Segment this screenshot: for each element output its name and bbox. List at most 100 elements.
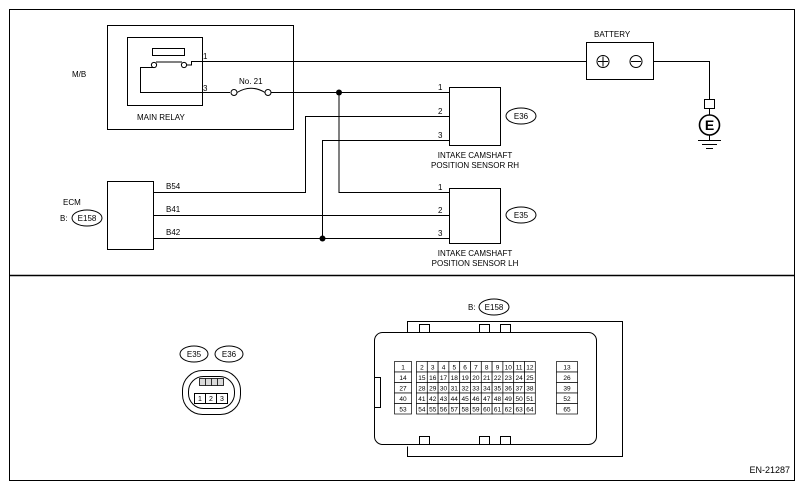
small-pin-3: 3 <box>220 396 224 403</box>
ecm-pin-cell <box>394 403 412 415</box>
ecm-pin-number: 30 <box>440 386 448 393</box>
ecm-pin-number: 53 <box>399 407 407 414</box>
sensor-rh-pin-1: 1 <box>438 83 443 92</box>
ecm-pin-number: 64 <box>526 407 534 414</box>
relay-pin-3: 3 <box>203 84 208 93</box>
ecm-pin-number: 18 <box>451 375 459 382</box>
diagram-frame <box>9 9 795 481</box>
sensor-rh: 1 2 3 E36 INTAKE CAMSHAFT POSITION SENSO… <box>431 83 537 170</box>
ecm-pin-number: 16 <box>429 375 437 382</box>
battery-label: BATTERY <box>594 30 631 39</box>
ecm-pin-number: 23 <box>505 375 513 382</box>
connector-tab-top-2 <box>479 324 490 333</box>
ecm-pin-number: 1 <box>401 365 405 372</box>
wire-battery-to-ground <box>653 61 710 99</box>
splice-ground <box>319 235 326 242</box>
connector-tab-bottom-1 <box>419 436 430 445</box>
ecm-pin-number: 45 <box>461 396 469 403</box>
ecm-pin-number: 56 <box>440 407 448 414</box>
connector-view-prefix: B: <box>468 303 476 312</box>
ecm-box <box>107 181 154 250</box>
main-relay-box <box>127 37 203 106</box>
sensor-lh-connector-label: E35 <box>514 211 529 220</box>
small-connector-outer <box>182 370 241 415</box>
sensor-rh-pin-3: 3 <box>438 131 443 140</box>
ecm-pin-number: 43 <box>440 396 448 403</box>
ecm-pin-number: 38 <box>526 386 534 393</box>
ecm-pin-b54: B54 <box>166 182 181 191</box>
ecm-pin-number: 46 <box>472 396 480 403</box>
ecm-pin-number: 12 <box>526 365 534 372</box>
connector-shell-back <box>407 321 623 457</box>
ecm-pin-number: 7 <box>474 365 478 372</box>
main-relay-block: M/B 1 3 MAIN RELAY <box>72 25 294 130</box>
ecm-pin-number: 48 <box>494 396 502 403</box>
mb-box <box>107 25 294 130</box>
small-pin-1: 1 <box>198 396 202 403</box>
ecm-pin-number: 29 <box>429 386 437 393</box>
ecm-pin-cell <box>524 403 536 415</box>
ecm-pin-number: 60 <box>483 407 491 414</box>
ecm-pin-number: 40 <box>399 396 407 403</box>
relay-wire-left <box>140 67 230 93</box>
ecm-pin-number: 61 <box>494 407 502 414</box>
ecm-pin-number: 11 <box>516 365 523 372</box>
ecm-pin-number: 52 <box>563 396 571 403</box>
ecm-pin-number: 65 <box>563 407 571 414</box>
connector-tab-bottom-3 <box>500 436 511 445</box>
ecm-pin-number: 51 <box>526 396 534 403</box>
relay-pin-1: 1 <box>203 52 208 61</box>
small-connector-tag-a <box>179 345 209 363</box>
ecm-pin-b42: B42 <box>166 228 181 237</box>
sensor-lh-pin-2: 2 <box>438 206 443 215</box>
connector-view-tag-label: E158 <box>485 303 504 312</box>
sensor-lh-pin-1: 1 <box>438 183 443 192</box>
ecm-pin-number: 22 <box>494 375 502 382</box>
ecm-pin-number: 27 <box>399 386 407 393</box>
ecm-pin-number: 34 <box>483 386 491 393</box>
fuse-terminal-left <box>230 89 238 96</box>
ecm-pin-number: 6 <box>463 365 467 372</box>
small-connector-label-a: E35 <box>187 350 202 359</box>
ecm-pin-cell <box>556 403 578 415</box>
fuse-no21: No. 21 <box>230 77 339 96</box>
ecm-pin-number: 4 <box>442 365 446 372</box>
ecm-pin-number: 5 <box>452 365 456 372</box>
ecm-label: ECM <box>63 198 81 207</box>
figure-id: EN-21287 <box>749 465 790 475</box>
mb-label: M/B <box>72 70 86 79</box>
ecm-pin-number: 39 <box>563 386 571 393</box>
sensor-lh-connector-tag <box>505 206 537 224</box>
connector-tab-top-1 <box>419 324 430 333</box>
sensor-rh-box <box>449 87 501 146</box>
ecm-pin-number: 20 <box>472 375 480 382</box>
small-connector-inner <box>188 376 235 409</box>
ecm-prefix: B: <box>60 214 68 223</box>
ground-e-label: E <box>705 117 714 133</box>
ecm-pin-number: 14 <box>399 375 407 382</box>
ecm-pin-number: 28 <box>418 386 426 393</box>
sensor-lh-pin-3: 3 <box>438 229 443 238</box>
connector-view-tag <box>478 298 510 316</box>
relay-coil <box>152 48 185 56</box>
ecm-pin-number: 44 <box>451 396 459 403</box>
ecm-pin-number: 9 <box>496 365 500 372</box>
ecm-pin-number: 32 <box>461 386 469 393</box>
ecm-pin-number: 31 <box>451 386 459 393</box>
ecm-pin-number: 63 <box>515 407 523 414</box>
sensor-lh-label-2: POSITION SENSOR LH <box>432 259 519 268</box>
battery-plus-circle <box>596 55 610 68</box>
battery-minus-circle <box>629 55 643 68</box>
connector-side-latch <box>374 377 381 408</box>
ecm-pin-number: 57 <box>451 407 459 414</box>
wire-b54-to-rh-pin2 <box>153 116 449 193</box>
ecm-pin-number: 19 <box>461 375 469 382</box>
ecm-pin-number: 50 <box>515 396 523 403</box>
ground-symbol: E <box>698 99 721 149</box>
relay-contact-left <box>150 61 158 69</box>
ecm-pin-number: 42 <box>429 396 437 403</box>
ecm-pin-number: 15 <box>418 375 426 382</box>
fuse-element <box>236 87 266 93</box>
